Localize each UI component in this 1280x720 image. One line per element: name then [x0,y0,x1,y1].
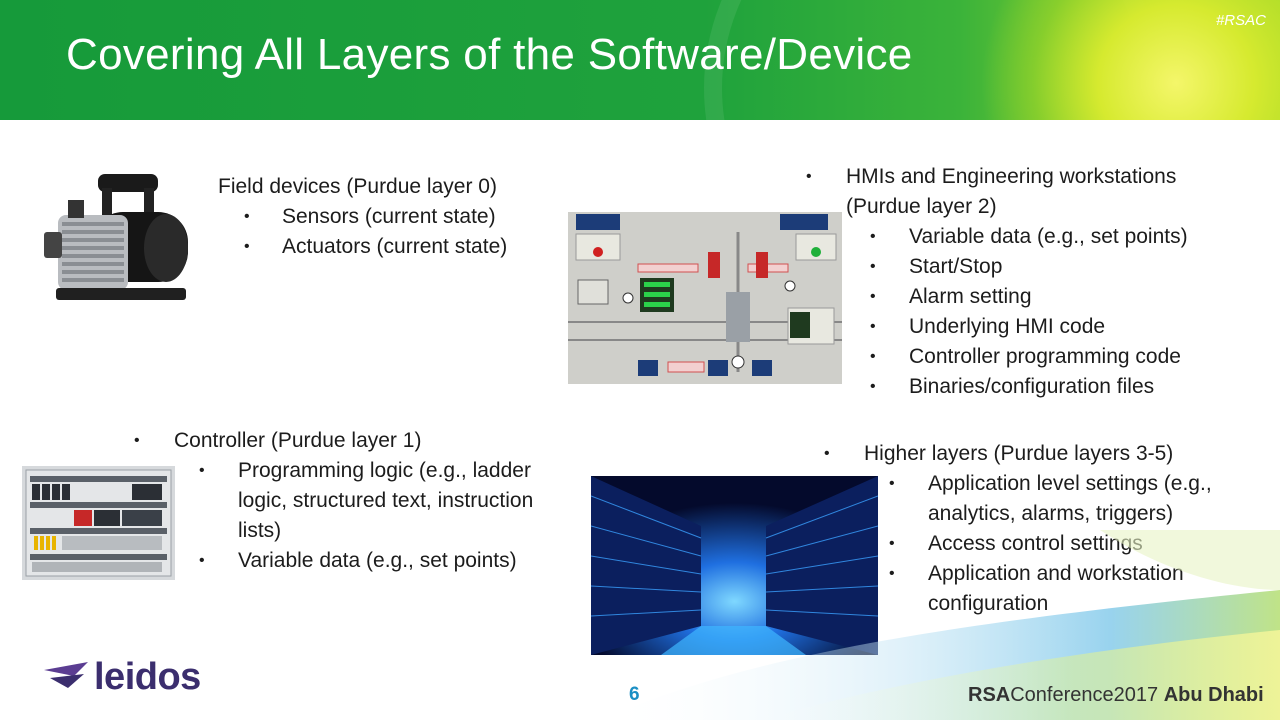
higher-item-app-settings-line2: analytics, alarms, triggers) [928,502,1174,525]
hmi-item-alarm-setting: Alarm setting [909,285,1032,308]
bullet-icon: • [870,258,876,275]
hmi-heading-line1: HMIs and Engineering workstations [846,165,1177,188]
controller-item-logic-line2: logic, structured text, instruction [238,489,534,512]
leidos-wordmark: leidos [94,656,201,698]
higher-item-workstation-config-line2: configuration [928,592,1049,615]
bullet-icon: • [244,238,250,255]
hmi-item-binaries: Binaries/configuration files [909,375,1155,398]
higher-item-access-control: Access control settings [928,532,1143,555]
hmi-item-hmi-code: Underlying HMI code [909,315,1106,338]
bullet-icon: • [870,318,876,335]
header-banner: Covering All Layers of the Software/Devi… [0,0,1280,120]
bullet-icon: • [806,168,812,185]
field-item-actuators: Actuators (current state) [282,235,508,258]
header-decor-glow [960,0,1280,120]
leidos-logo: leidos [44,656,214,704]
controller-item-logic-line3: lists) [238,519,282,542]
bullet-icon: • [889,535,895,552]
bullet-icon: • [244,208,250,225]
higher-item-app-settings-line1: Application level settings (e.g., [928,472,1212,495]
bullet-icon: • [134,432,140,449]
hmi-heading-line2: (Purdue layer 2) [846,195,997,218]
data-center-photo [591,476,878,655]
bullet-icon: • [889,565,895,582]
bullet-icon: • [870,348,876,365]
controller-heading: Controller (Purdue layer 1) [174,429,422,452]
rsa-conference-city: Abu Dhabi [1163,684,1264,706]
rsa-conference-name: Conference2017 [1010,684,1159,706]
leidos-logo-mark [44,662,88,688]
higher-layers-section: • Higher layers (Purdue layers 3-5) • Ap… [824,439,1264,624]
controller-item-variable-data: Variable data (e.g., set points) [238,549,517,572]
page-number: 6 [629,684,640,705]
rsa-conference-brand: RSAConference2017 Abu Dhabi [968,684,1264,707]
slide-title: Covering All Layers of the Software/Devi… [66,30,913,79]
field-item-sensors: Sensors (current state) [282,205,496,228]
footer-decor-swoosh [0,530,1280,720]
bullet-icon: • [889,475,895,492]
controller-section: • Controller (Purdue layer 1) • Programm… [134,426,574,576]
field-devices-heading: Field devices (Purdue layer 0) [218,175,497,198]
higher-heading: Higher layers (Purdue layers 3-5) [864,442,1174,465]
hmi-item-controller-code: Controller programming code [909,345,1181,368]
bullet-icon: • [870,228,876,245]
rsac-hashtag: #RSAC [1215,12,1266,29]
hmi-section: • HMIs and Engineering workstations (Pur… [806,162,1226,404]
hmi-screen-image [568,212,842,384]
bullet-icon: • [870,288,876,305]
bullet-icon: • [199,462,205,479]
vacuum-pump-photo [38,170,193,305]
bullet-icon: • [824,445,830,462]
hmi-item-start-stop: Start/Stop [909,255,1003,278]
control-cabinet-photo [22,466,175,580]
hmi-item-variable-data: Variable data (e.g., set points) [909,225,1188,248]
rsa-brand-mark: RSA [968,684,1011,706]
field-devices-section: Field devices (Purdue layer 0) • Sensors… [218,172,558,267]
higher-item-workstation-config-line1: Application and workstation [928,562,1184,585]
controller-item-logic-line1: Programming logic (e.g., ladder [238,459,531,482]
bullet-icon: • [199,552,205,569]
bullet-icon: • [870,378,876,395]
